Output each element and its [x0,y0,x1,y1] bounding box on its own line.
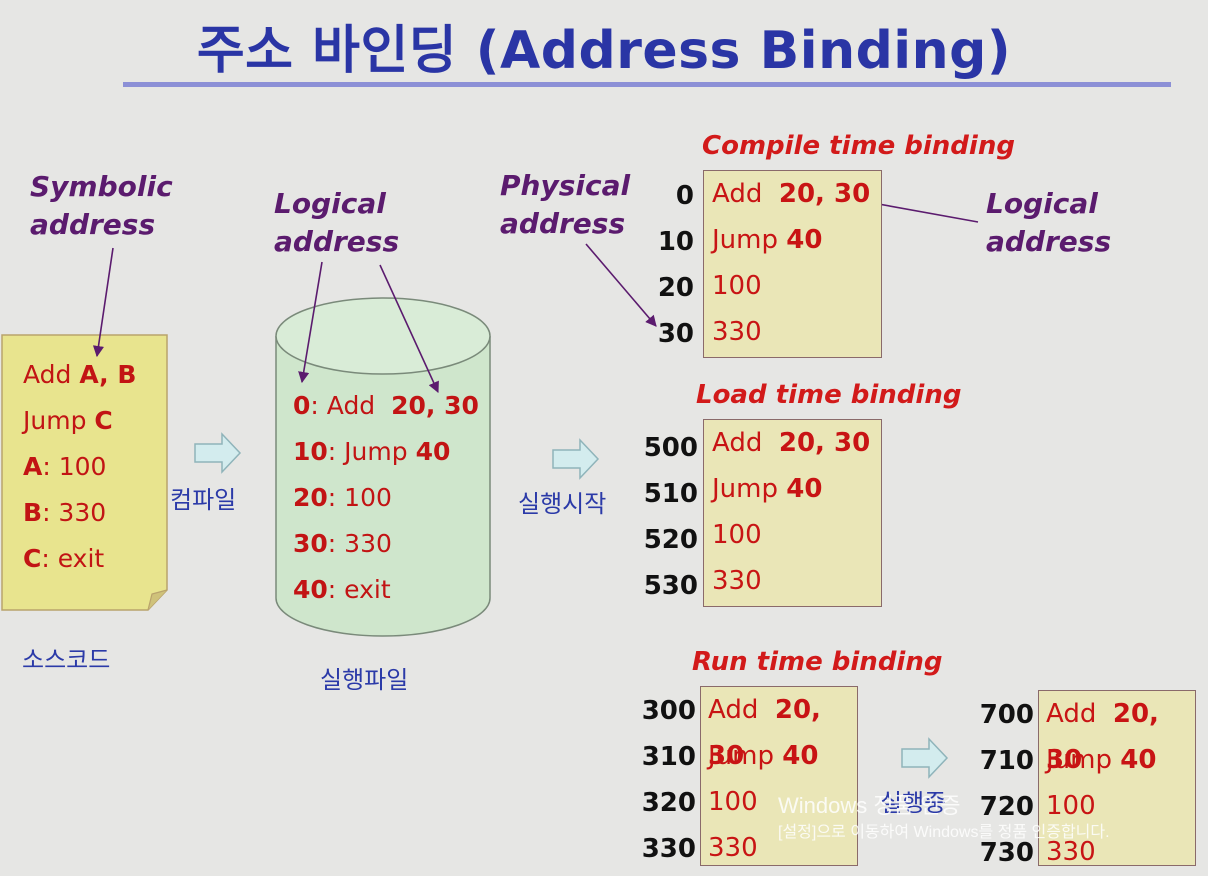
page-title: 주소 바인딩 (Address Binding) [196,21,1012,81]
load-memory-box: Add 20, 30 Jump 40 100 330 [703,419,882,607]
logical-code-lines: 0: Add 20, 30 10: Jump 40 20: 100 30: 33… [293,383,479,613]
source-line: Add A, B [23,360,137,389]
exec-arrow-shape [552,438,600,480]
memory-row: Jump 40 [708,741,819,771]
memory-row: 100 [712,520,762,550]
logical-address-label: Logical address [274,187,400,258]
memory-row: Jump 40 [712,474,823,504]
memory-row: Add 20, 30 [708,695,821,771]
exec-file-caption: 실행파일 [320,666,409,694]
run-binding-title: Run time binding [692,647,943,677]
source-code-caption: 소스코드 [22,646,111,674]
source-line: A: 100 [23,452,107,481]
source-line: C: exit [23,544,105,573]
memory-row: Jump 40 [1046,745,1157,775]
memory-row: 100 [712,271,762,301]
memory-row: Jump 40 [712,225,823,255]
run-addresses-1: 300 310 320 330 [641,696,696,864]
activation-watermark-text: [설정]으로 이동하여 Windows를 정품 인증합니다. [778,824,1110,841]
symbolic-address-label: Symbolic address [30,170,173,241]
physical-pointer [585,243,657,327]
load-addresses: 500 510 520 530 [643,433,698,601]
logical-line: 20: 100 [293,483,392,512]
memory-row: Add 20, 30 [712,179,871,209]
memory-row: 330 [712,317,762,347]
compile-label: 컴파일 [170,486,237,514]
memory-row: 330 [708,833,758,863]
memory-row: Add 20, 30 [712,428,871,458]
source-line: Jump C [23,406,113,435]
running-arrow-shape [901,737,949,779]
memory-row: 100 [708,787,758,817]
source-line: B: 330 [23,498,107,527]
activation-watermark-title: Windows 정품 인증 [778,793,961,818]
memory-row: 330 [712,566,762,596]
physical-address-label: Physical address [500,169,631,240]
logical-line: 30: 330 [293,529,392,558]
exec-start-label: 실행시작 [518,490,607,518]
running-label: 실행중 [880,789,947,817]
compile-arrow-shape [194,432,242,474]
run-memory-box-2: Add 20, 30 Jump 40 100 330 [1038,690,1196,867]
memory-row: 100 [1046,791,1096,821]
logical-line: 40: exit [293,575,391,604]
compile-addresses: 0 10 20 30 [657,181,694,349]
logical-line: 10: Jump 40 [293,437,451,466]
logical-pointer-1 [298,261,323,384]
source-code-lines: Add A, B Jump C A: 100 B: 330 C: exit [23,352,136,582]
compile-memory-box: Add 20, 30 Jump 40 100 330 [703,170,882,358]
run-memory-box-1: Add 20, 30 Jump 40 100 330 [700,686,858,866]
logical-address-right-label: Logical address [986,187,1112,258]
run-addresses-2: 700 710 720 730 [979,700,1034,868]
compile-binding-title: Compile time binding [702,131,1015,161]
exec-file-cylinder [275,297,491,637]
load-binding-title: Load time binding [696,380,962,410]
symbolic-pointer [92,247,114,358]
memory-row: Add 20, 30 [1046,699,1159,775]
title-underline [123,82,1171,87]
logical-pointer-2 [379,264,439,394]
logical-line: 0: Add 20, 30 [293,391,479,420]
